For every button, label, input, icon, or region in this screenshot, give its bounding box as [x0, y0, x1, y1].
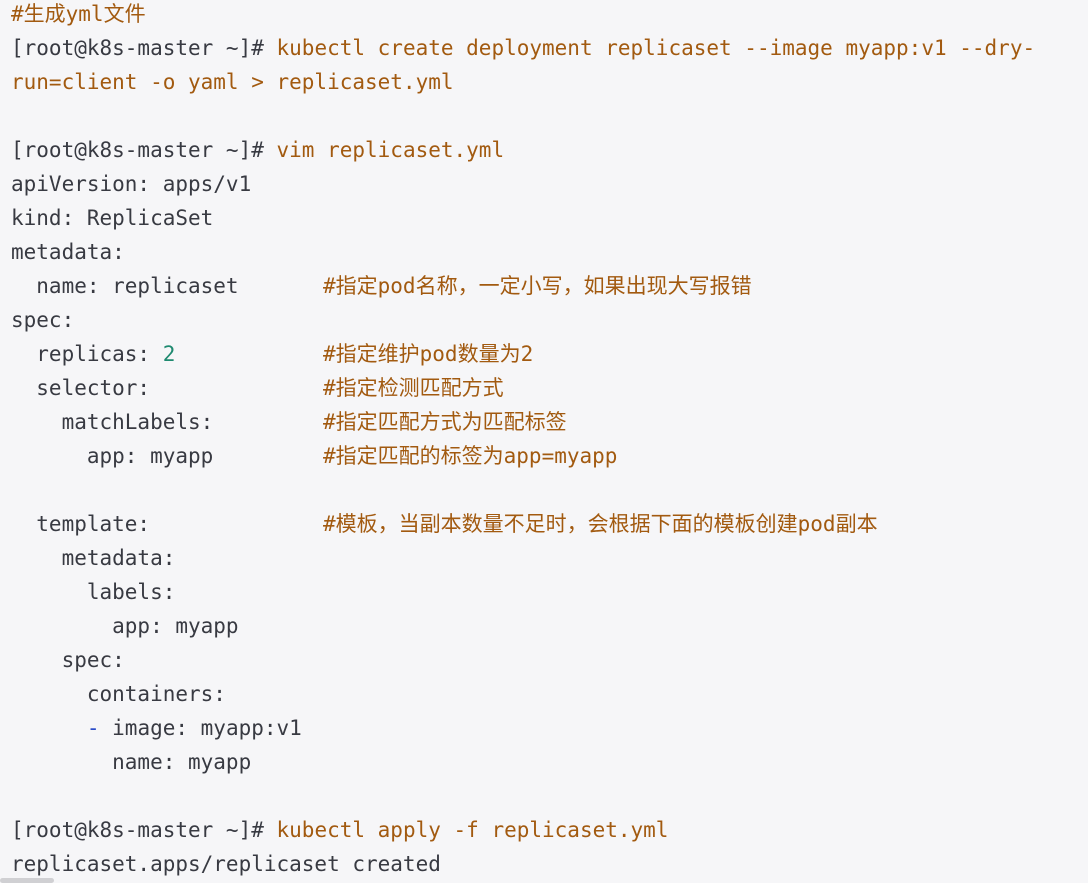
code-line-name: name: replicaset #指定pod名称，一定小写，如果出现大写报错 — [11, 269, 1088, 303]
code-line-metadata: metadata: — [11, 235, 1088, 269]
yaml-line: image: myapp:v1 — [99, 716, 302, 740]
yaml-line: spec: — [11, 648, 125, 672]
comment-text: #指定维护pod数量为2 — [323, 342, 534, 366]
command-text: kubectl create deployment replicaset --i… — [263, 36, 1036, 60]
code-line-template-metadata: metadata: — [11, 541, 1088, 575]
yaml-line: app: myapp — [11, 614, 239, 638]
code-line-selector: selector: #指定检测匹配方式 — [11, 371, 1088, 405]
code-line-replicas: replicas: 2#指定维护pod数量为2 — [11, 337, 1088, 371]
code-line-template-spec: spec: — [11, 643, 1088, 677]
code-line-blank — [11, 779, 1088, 813]
comment-text: #模板，当副本数量不足时，会根据下面的模板创建pod副本 — [323, 512, 878, 536]
code-line-containers: containers: — [11, 677, 1088, 711]
comment-text: #指定pod名称，一定小写，如果出现大写报错 — [323, 274, 752, 298]
yaml-line: kind: ReplicaSet — [11, 206, 214, 230]
yaml-line: name: replicaset — [11, 274, 239, 298]
yaml-line: matchLabels: — [11, 410, 214, 434]
code-line-kind: kind: ReplicaSet — [11, 201, 1088, 235]
code-line-match-labels: matchLabels: #指定匹配方式为匹配标签 — [11, 405, 1088, 439]
command-text: run=client -o yaml > replicaset.yml — [11, 70, 454, 94]
code-line-create-command-cont: run=client -o yaml > replicaset.yml — [11, 65, 1088, 99]
yaml-line: metadata: — [11, 240, 125, 264]
comment-text: #指定检测匹配方式 — [323, 376, 504, 400]
yaml-key-value: app: myapp — [11, 439, 323, 473]
yaml-list-dash: - — [11, 716, 100, 740]
shell-prompt: [root@k8s-master ~]# — [11, 138, 264, 162]
code-line-comment-generate: #生成yml文件 — [11, 0, 1088, 31]
yaml-line: name: myapp — [11, 750, 252, 774]
code-line-create-command: [root@k8s-master ~]# kubectl create depl… — [11, 31, 1088, 65]
code-line-template-app: app: myapp — [11, 609, 1088, 643]
yaml-line: spec: — [11, 308, 75, 332]
yaml-key-value: matchLabels: — [11, 405, 323, 439]
horizontal-scrollbar-thumb[interactable] — [0, 878, 54, 883]
code-line-blank — [11, 99, 1088, 133]
command-text: vim replicaset.yml — [263, 138, 505, 162]
shell-prompt: [root@k8s-master ~]# — [11, 36, 264, 60]
command-text: kubectl apply -f replicaset.yml — [263, 818, 669, 842]
shell-prompt: [root@k8s-master ~]# — [11, 818, 264, 842]
yaml-key-value: template: — [11, 507, 323, 541]
code-line-container-name: name: myapp — [11, 745, 1088, 779]
code-line-apply-command: [root@k8s-master ~]# kubectl apply -f re… — [11, 813, 1088, 847]
yaml-line: containers: — [11, 682, 226, 706]
code-line-spec: spec: — [11, 303, 1088, 337]
code-line-app: app: myapp #指定匹配的标签为app=myapp — [11, 439, 1088, 473]
code-line-labels: labels: — [11, 575, 1088, 609]
comment-text: #指定匹配方式为匹配标签 — [323, 410, 567, 434]
yaml-number: 2 — [162, 342, 176, 366]
code-line-api-version: apiVersion: apps/v1 — [11, 167, 1088, 201]
yaml-line: app: myapp — [11, 444, 214, 468]
yaml-key-value: selector: — [11, 371, 323, 405]
yaml-line: selector: — [11, 376, 151, 400]
command-output: replicaset.apps/replicaset created — [11, 852, 441, 876]
code-line-template: template: #模板，当副本数量不足时，会根据下面的模板创建pod副本 — [11, 507, 1088, 541]
code-line-blank — [11, 473, 1088, 507]
yaml-line: template: — [11, 512, 151, 536]
yaml-line: metadata: — [11, 546, 176, 570]
code-line-image: - image: myapp:v1 — [11, 711, 1088, 745]
code-line-vim-command: [root@k8s-master ~]# vim replicaset.yml — [11, 133, 1088, 167]
yaml-key-value: replicas: 2 — [11, 337, 323, 371]
yaml-line: apiVersion: apps/v1 — [11, 172, 252, 196]
code-line-output: replicaset.apps/replicaset created — [11, 847, 1088, 881]
comment-text: #指定匹配的标签为app=myapp — [323, 444, 618, 468]
yaml-line: labels: — [11, 580, 176, 604]
yaml-key-value: name: replicaset — [11, 269, 323, 303]
yaml-key: replicas: — [11, 342, 163, 366]
comment-text: #生成yml文件 — [11, 2, 146, 26]
